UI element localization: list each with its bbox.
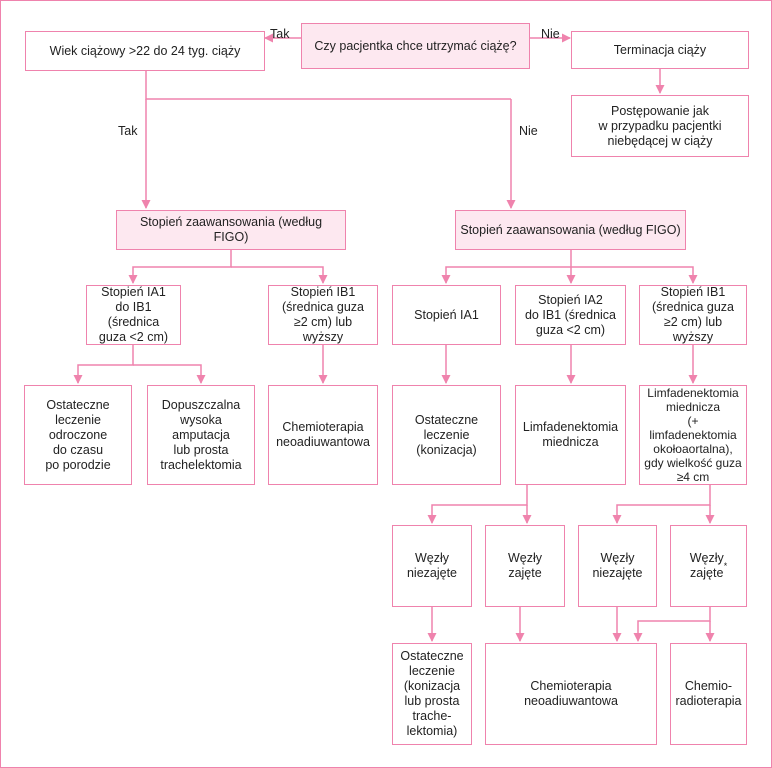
question-node: Czy pacjentka chce utrzymać ciążę? (301, 23, 530, 69)
chemo-neoadjuvant-left-node: Chemioterapia neoadiuwantowa (268, 385, 378, 485)
edge-label-no-mid: Nie (519, 124, 538, 138)
line-gest-split (145, 70, 511, 100)
line-right-stage (441, 250, 572, 284)
nodes-positive-node-1: Węzły zajęte (485, 525, 565, 607)
non-pregnant-node: Postępowanie jak w przypadku pacjentki n… (571, 95, 749, 157)
para-aortic-lymphadenectomy-node: Limfadenektomia miednicza (+ limfadenekt… (639, 385, 747, 485)
stage-ia1-ib1-left-node: Stopień IA1 do IB1 (średnica guza <2 cm) (86, 285, 181, 345)
gestational-age-node: Wiek ciążowy >22 do 24 tyg. ciąży (25, 31, 265, 71)
line-left-stage (128, 250, 232, 284)
delayed-treatment-node: Ostateczne leczenie odroczone do czasu p… (24, 385, 132, 485)
edge-label-yes-top: Tak (270, 27, 290, 41)
line-nodes-positive (633, 607, 711, 642)
nodes-positive-node-2: Węzły zajęte* (670, 525, 747, 607)
pelvic-lymphadenectomy-node: Limfadenektomia miednicza (515, 385, 626, 485)
line-lymph-split-2 (612, 485, 711, 524)
stage-right-node: Stopień zaawansowania (według FIGO) (455, 210, 686, 250)
nodes-negative-node-2: Węzły niezajęte (578, 525, 657, 607)
stage-ia2-ib1-right-node: Stopień IA2 do IB1 (średnica guza <2 cm) (515, 285, 626, 345)
edge-label-yes-mid: Tak (118, 124, 138, 138)
high-amputation-node: Dopuszczalna wysoka amputacja lub prosta… (147, 385, 255, 485)
stage-ib1-plus-left-node: Stopień IB1 (średnica guza ≥2 cm) lub wy… (268, 285, 378, 345)
line-left-ia1-split (73, 345, 134, 384)
chemoradiotherapy-node: Chemio- radioterapia (670, 643, 747, 745)
nodes-negative-node-1: Węzły niezajęte (392, 525, 472, 607)
termination-node: Terminacja ciąży (571, 31, 749, 69)
stage-ia1-right-node: Stopień IA1 (392, 285, 501, 345)
final-treatment-node: Ostateczne leczenie (konizacja lub prost… (392, 643, 472, 745)
nodes-positive-label: Węzły zajęte (689, 551, 724, 580)
stage-ib1-plus-right-node: Stopień IB1 (średnica guza ≥2 cm) lub wy… (639, 285, 747, 345)
chemo-neoadjuvant-bottom-node: Chemioterapia neoadiuwantowa (485, 643, 657, 745)
edge-label-no-top: Nie (541, 27, 560, 41)
conization-node: Ostateczne leczenie (konizacja) (392, 385, 501, 485)
line-lymph-split-1 (427, 485, 528, 524)
stage-left-node: Stopień zaawansowania (według FIGO) (116, 210, 346, 250)
